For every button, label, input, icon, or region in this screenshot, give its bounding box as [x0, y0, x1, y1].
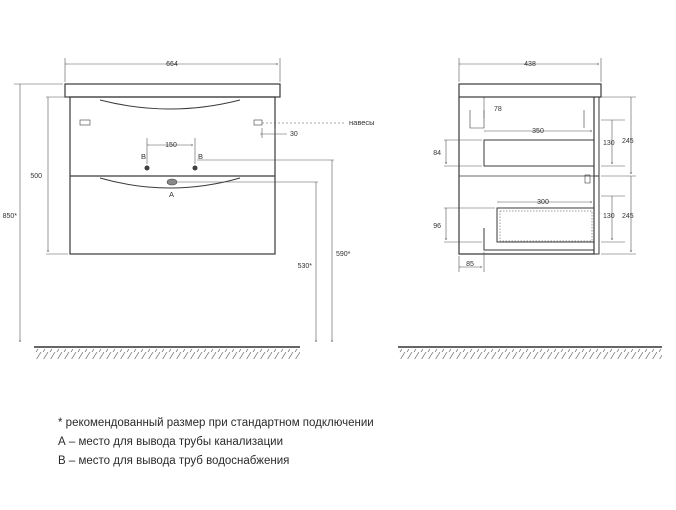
- lower-drawer-cutout: [483, 228, 594, 251]
- dim-130-lower: 130: [603, 213, 615, 220]
- dim-500: 500: [30, 173, 42, 180]
- dim-438: 438: [524, 61, 536, 68]
- dim-150: 150: [165, 142, 177, 149]
- front-basin-top: [64, 83, 281, 98]
- side-floor: [398, 346, 662, 359]
- dim-664: 664: [166, 61, 178, 68]
- inlet-right: [192, 165, 198, 171]
- front-dimensions: [14, 58, 345, 342]
- dim-85: 85: [466, 261, 474, 268]
- dim-96: 96: [433, 223, 441, 230]
- note-recommended: * рекомендованный размер при стандартном…: [58, 417, 374, 429]
- dim-300: 300: [537, 199, 549, 206]
- dim-245-upper: 245: [622, 138, 634, 145]
- right-hinge-mark: [253, 119, 263, 126]
- note-water: В – место для вывода труб водоснабжения: [58, 455, 290, 467]
- side-basin-top: [458, 83, 602, 98]
- upper-drawer-box: [483, 139, 595, 167]
- dim-30: 30: [290, 131, 298, 138]
- inlet-label-right: B: [198, 152, 203, 161]
- front-upper-curve: [99, 99, 241, 110]
- side-view: [458, 83, 602, 255]
- dim-78: 78: [494, 106, 502, 113]
- front-view: [64, 83, 281, 255]
- hinge-label: навесы: [349, 118, 375, 127]
- side-lower-front: [593, 175, 600, 255]
- front-floor: [34, 346, 300, 359]
- inlet-label-left: B: [141, 152, 146, 161]
- lower-drawer-box: [496, 207, 595, 243]
- dim-850: 850*: [3, 213, 18, 220]
- drain-outlet: [166, 178, 178, 186]
- dim-130-upper: 130: [603, 140, 615, 147]
- side-upper-front: [593, 96, 600, 177]
- inlet-left: [144, 165, 150, 171]
- dim-590: 590*: [336, 251, 351, 258]
- drain-label: A: [169, 190, 174, 199]
- side-cabinet-outline: [458, 97, 595, 255]
- dim-530: 530*: [298, 263, 313, 270]
- left-hinge-mark: [79, 119, 91, 126]
- notes-block: * рекомендованный размер при стандартном…: [58, 414, 374, 471]
- dim-84: 84: [433, 150, 441, 157]
- side-dimensions: [444, 58, 636, 272]
- dim-350: 350: [532, 128, 544, 135]
- note-drain: А – место для вывода трубы канализации: [58, 436, 284, 448]
- dim-245-lower: 245: [622, 213, 634, 220]
